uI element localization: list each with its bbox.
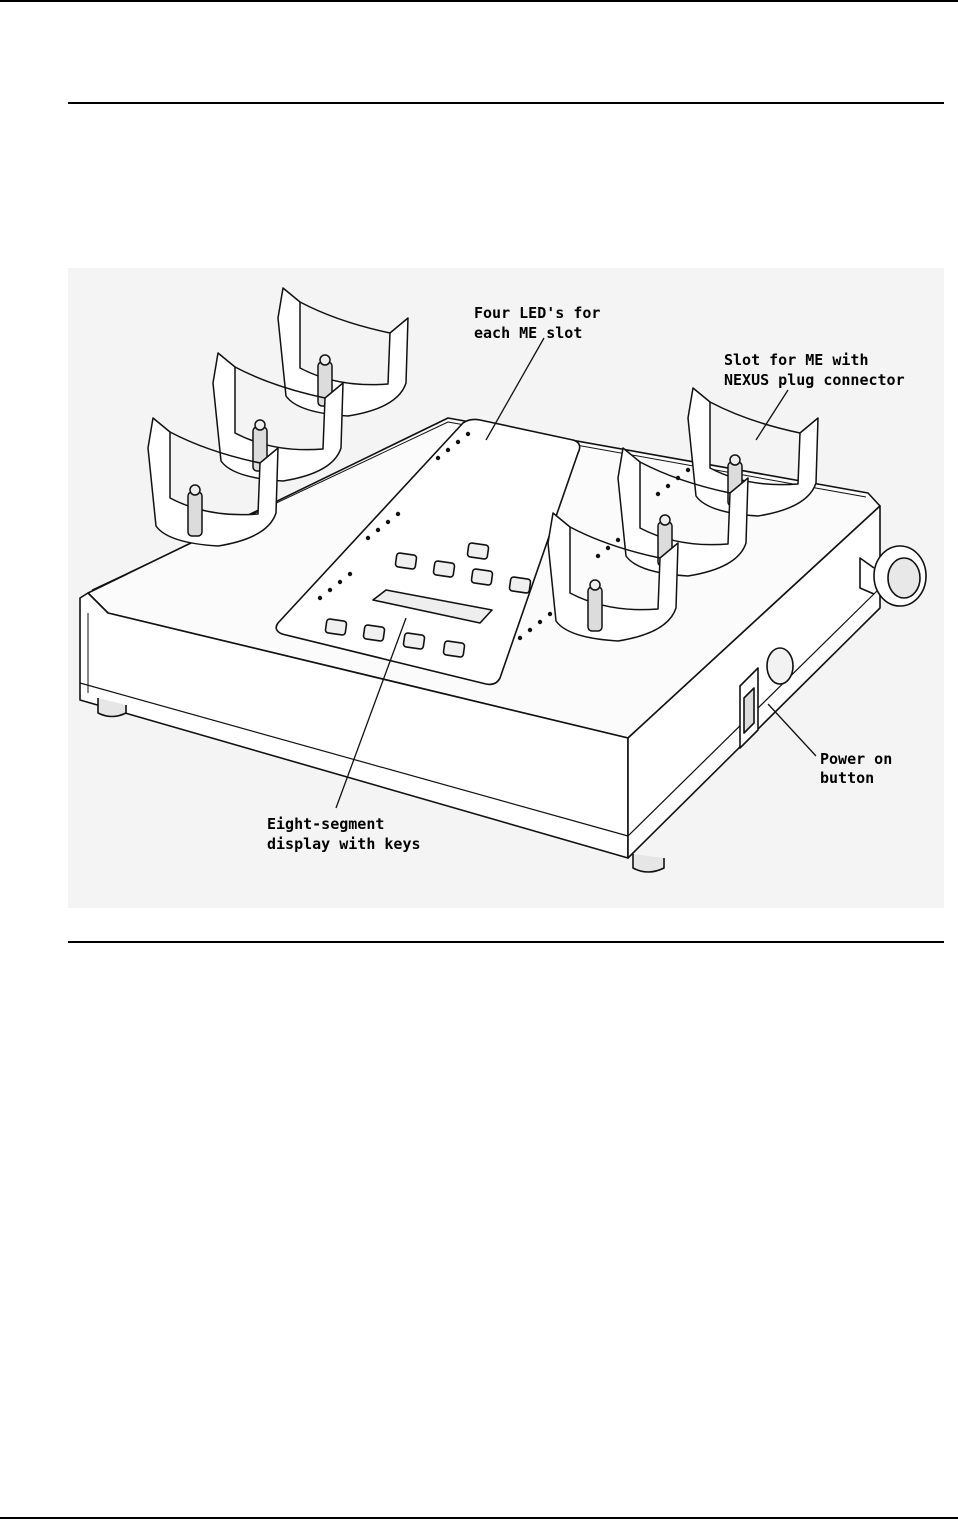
callout-power-line1: Power on: [820, 750, 892, 768]
figure-bottom-rule: [68, 941, 944, 943]
callout-leds-line1: Four LED's for: [474, 304, 600, 322]
callout-display-line1: Eight-segment: [267, 815, 384, 833]
page-top-rule: [0, 0, 958, 2]
figure-top-rule: [68, 102, 944, 104]
charging-station-figure: Four LED's for each ME slot Slot for ME …: [68, 268, 944, 908]
callout-slot-line1: Slot for ME with: [724, 351, 869, 369]
callout-power-line2: button: [820, 769, 874, 787]
callout-slot-line2: NEXUS plug connector: [724, 371, 905, 389]
me-slot-3-pin: [188, 485, 202, 536]
callout-leds-line2: each ME slot: [474, 324, 582, 342]
page-bottom-rule: [0, 1517, 958, 1519]
side-connector: [767, 648, 793, 684]
me-slot-6-pin: [588, 580, 602, 631]
callout-display-line2: display with keys: [267, 835, 421, 853]
